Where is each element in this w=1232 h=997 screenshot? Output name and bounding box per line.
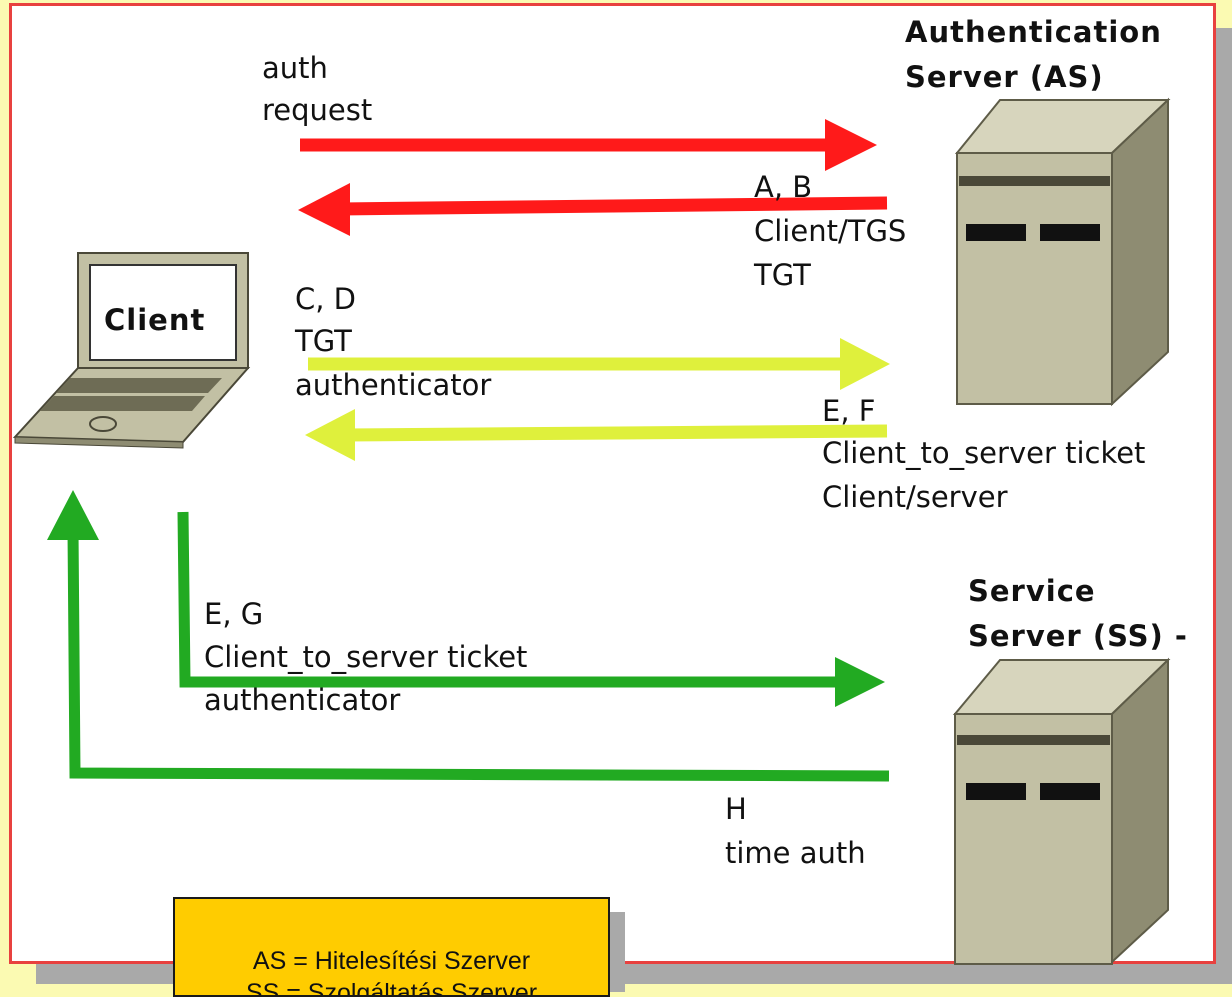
auth-request-arrow: [300, 119, 877, 171]
service-server-icon: [952, 657, 1171, 965]
tgs-reply-label-2: Client_to_server ticket: [822, 436, 1146, 470]
ss-title-line-2: Server (SS) -: [968, 619, 1188, 653]
ss-request-label-1: E, G: [204, 597, 264, 631]
tgs-request-label-2: TGT: [295, 324, 352, 358]
as-title-line-1: Authentication: [905, 15, 1162, 49]
client-label: Client: [104, 303, 206, 337]
tgs-request-label-3: authenticator: [295, 368, 492, 402]
tgs-request-arrow: [308, 338, 890, 390]
tgs-request-label-1: C, D: [295, 282, 357, 316]
legend-line-as: AS = Hitelesítési Szerver: [252, 947, 531, 975]
client-laptop-icon: [12, 252, 251, 449]
as-reply-label-3: TGT: [754, 258, 811, 292]
legend-box: AS = Hitelesítési Szerver SS = Szolgálta…: [173, 897, 610, 997]
tgs-reply-arrow: [305, 409, 888, 461]
as-reply-label-1: A, B: [754, 170, 813, 204]
as-reply-label-2: Client/TGS: [754, 214, 907, 248]
legend-line-ss: SS = Szolgáltatás Szerver: [245, 979, 538, 997]
ss-reply-arrow: [47, 490, 890, 782]
auth-request-label-2: request: [262, 93, 373, 127]
ss-request-arrow: [177, 511, 885, 707]
authentication-server-icon: [954, 97, 1171, 407]
as-reply-arrow: [298, 183, 888, 236]
ss-request-label-2: Client_to_server ticket: [204, 640, 528, 674]
as-title-line-2: Server (AS): [905, 60, 1104, 94]
tgs-reply-label-3: Client/server: [822, 480, 1008, 514]
ss-reply-label-2: time auth: [725, 836, 866, 870]
ss-request-label-3: authenticator: [204, 683, 401, 717]
tgs-reply-label-1: E, F: [822, 394, 876, 428]
auth-request-label-1: auth: [262, 51, 328, 85]
ss-reply-label-1: H: [725, 792, 747, 826]
ss-title-line-1: Service: [968, 574, 1096, 608]
